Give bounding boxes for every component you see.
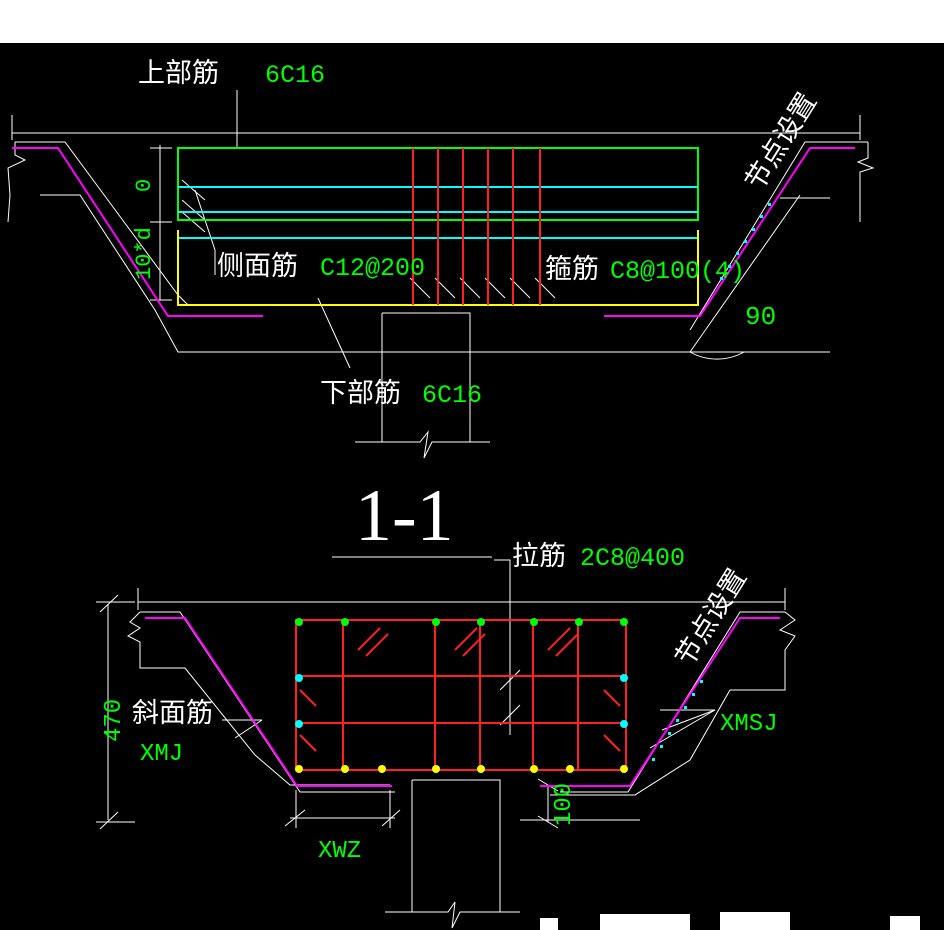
side-bar-label: 侧面筋 xyxy=(217,251,298,282)
rebar-dots-side xyxy=(295,674,628,728)
drawing: 上部筋 6C16 侧面筋 C12@200 箍筋 C8@100(4) 下部筋 6C… xyxy=(7,58,920,930)
cad-canvas[interactable]: 上部筋 6C16 侧面筋 C12@200 箍筋 C8@100(4) 下部筋 6C… xyxy=(0,43,944,930)
slope-bars-1 xyxy=(12,147,855,317)
xwz-label: XWZ xyxy=(318,838,361,865)
top-bar-label: 上部筋 xyxy=(138,58,219,89)
xmsj-label: XMSJ xyxy=(720,711,778,738)
tie-bar-value: 2C8@400 xyxy=(580,544,685,573)
stirrup-value: C8@100(4) xyxy=(610,257,745,286)
slope-bar-label: 斜面筋 xyxy=(132,698,213,729)
angle-90: 90 xyxy=(745,302,776,332)
rebar-dots-top xyxy=(295,618,628,626)
bottom-bar-value: 6C16 xyxy=(422,381,482,410)
slope-bars-2 xyxy=(145,617,780,787)
dim-10d: 10*d xyxy=(132,227,157,280)
top-bar-value: 6C16 xyxy=(265,61,325,90)
side-bar-value: C12@200 xyxy=(320,254,425,283)
dim-470: 470 xyxy=(101,699,128,742)
node-dots-2 xyxy=(652,680,703,761)
node-dots-1 xyxy=(720,203,771,280)
title-bar xyxy=(0,0,944,43)
tie-bar-label: 拉筋 xyxy=(512,541,566,572)
bottom-bar-label: 下部筋 xyxy=(320,378,401,409)
cutoff-heading xyxy=(540,912,920,930)
stirrup-label: 箍筋 xyxy=(545,254,599,285)
stirrups-1 xyxy=(412,148,541,305)
section-title: 1-1 xyxy=(355,475,454,557)
dim-100: 100 xyxy=(551,783,578,826)
dim-zero: 0 xyxy=(132,179,157,192)
rebar-grid-2 xyxy=(295,619,627,771)
section-1-1-outline xyxy=(7,90,875,558)
rebar-dots-bottom xyxy=(295,765,628,773)
xmj-label: XMJ xyxy=(140,741,183,768)
section-2-outline xyxy=(96,559,796,929)
